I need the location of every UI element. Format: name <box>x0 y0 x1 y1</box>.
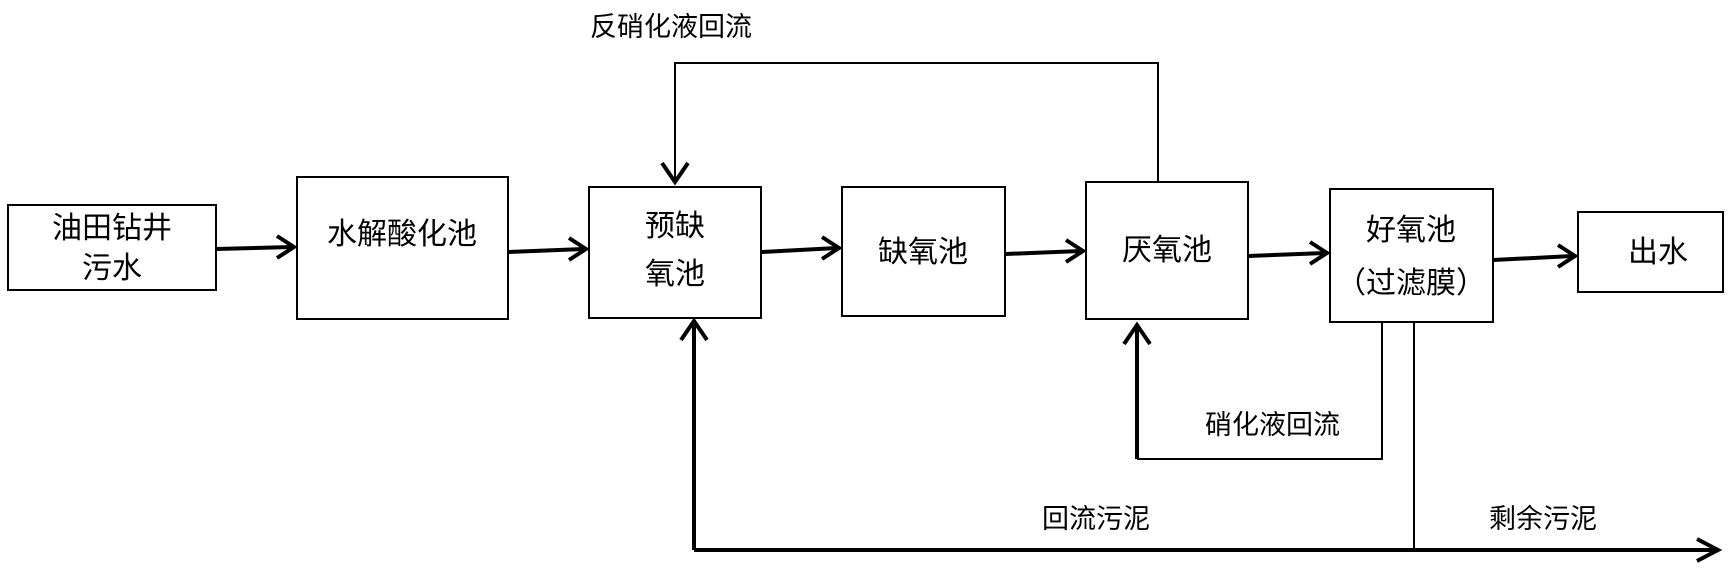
denitrification-return-label: 反硝化液回流 <box>590 12 752 43</box>
arrow-pre-anoxic-to-anoxic <box>760 235 843 261</box>
excess-sludge-arrowhead <box>1696 537 1723 563</box>
node-anoxic-label: 缺氧池 <box>878 235 968 270</box>
return-sludge-arrowhead <box>679 317 709 342</box>
node-hydrolysis-tank: 水解酸化池 <box>296 176 509 320</box>
node-aerobic-tank: 好氧池 （过滤膜） <box>1329 188 1494 323</box>
node-wastewater: 油田钻井 污水 <box>7 204 217 291</box>
node-anoxic-tank: 缺氧池 <box>841 186 1006 317</box>
denitrification-return-loop: 反硝化液回流 <box>590 12 1159 186</box>
node-effluent: 出水 <box>1577 211 1724 293</box>
node-wastewater-line-2: 污水 <box>82 251 142 286</box>
arrow-wastewater-to-hydrolysis <box>215 234 298 260</box>
main-flow-arrows <box>215 234 1579 269</box>
node-pre-anoxic-line-1: 预缺 <box>645 209 705 244</box>
nitrification-return-label: 硝化液回流 <box>1205 410 1340 441</box>
node-pre-anoxic-tank: 预缺 氧池 <box>588 186 762 319</box>
sludge-lines: 回流污泥 剩余污泥 <box>679 317 1723 563</box>
nitrification-return-loop: 硝化液回流 <box>1122 321 1383 460</box>
arrow-aerobic-to-effluent <box>1492 243 1579 269</box>
node-aerobic-line-1: 好氧池 <box>1366 213 1456 248</box>
node-anaerobic-tank: 厌氧池 <box>1085 181 1249 320</box>
arrow-hydrolysis-to-pre-anoxic <box>507 236 590 262</box>
arrow-anoxic-to-anaerobic <box>1004 238 1087 264</box>
node-wastewater-line-1: 油田钻井 <box>52 211 172 246</box>
return-sludge-label: 回流污泥 <box>1042 504 1150 535</box>
excess-sludge-label: 剩余污泥 <box>1489 504 1597 535</box>
node-pre-anoxic-line-2: 氧池 <box>645 257 705 292</box>
arrow-anaerobic-to-aerobic <box>1247 240 1331 266</box>
node-aerobic-line-2: （过滤膜） <box>1336 266 1486 301</box>
node-anaerobic-label: 厌氧池 <box>1122 233 1212 268</box>
node-hydrolysis-label: 水解酸化池 <box>327 217 477 252</box>
node-effluent-label: 出水 <box>1628 235 1688 270</box>
